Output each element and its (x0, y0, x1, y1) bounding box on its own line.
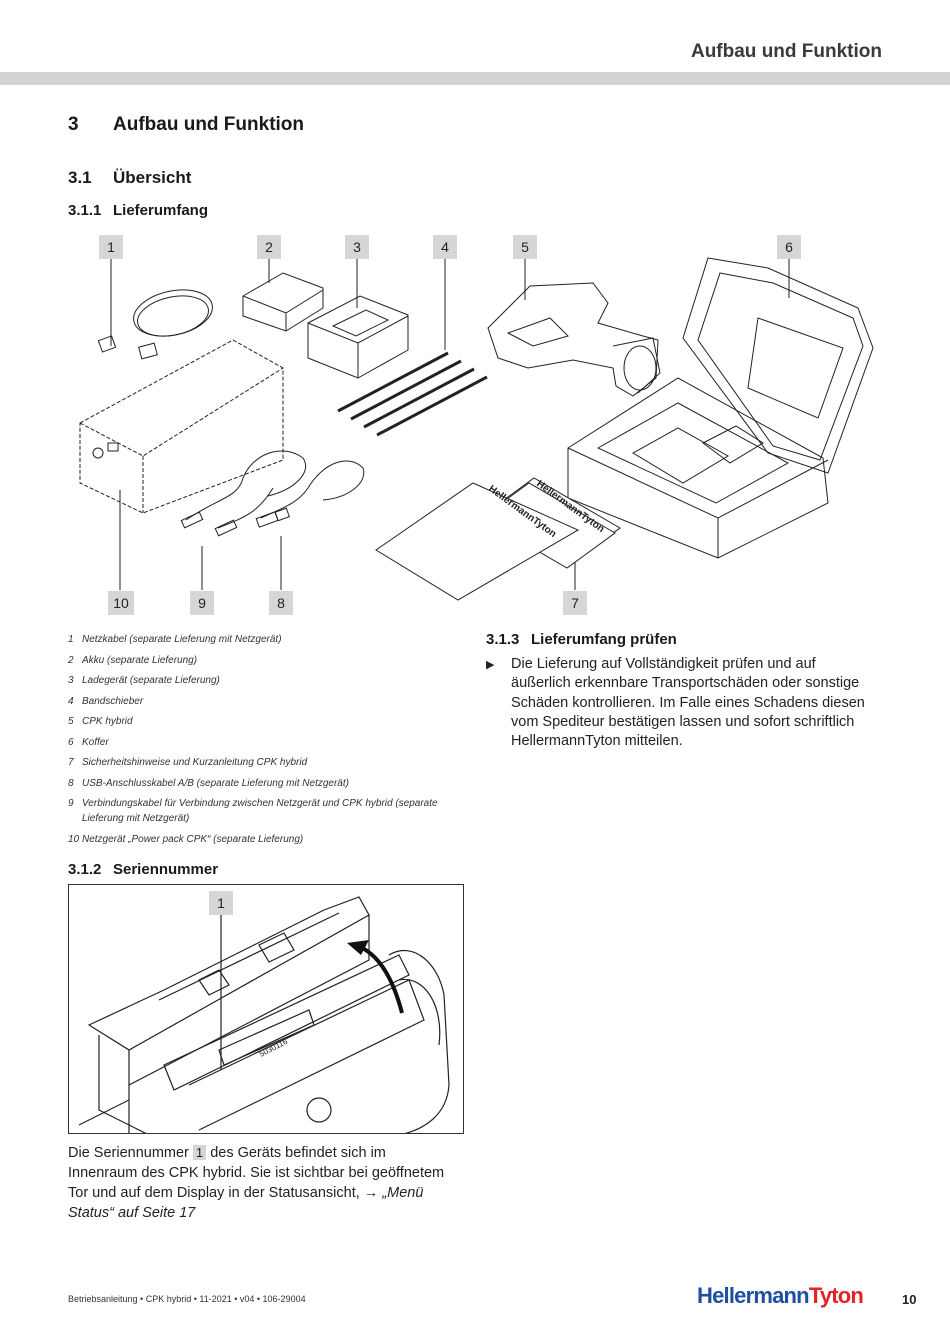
serial-text-body: des Geräts befindet sich im Innenraum de… (68, 1145, 445, 1201)
arrow-right-icon: → (363, 1185, 379, 1201)
callout-8: 8 (269, 591, 293, 615)
page-header-title: Aufbau und Funktion (690, 41, 882, 62)
header-bar (0, 72, 950, 85)
legend-item: 5 CPK hybrid (68, 714, 468, 729)
subsection-title: Übersicht (113, 168, 192, 187)
subsection-number: 3.1 (68, 168, 92, 187)
section-title: Aufbau und Funktion (113, 114, 305, 135)
legend-text: Verbindungskabel für Verbindung zwischen… (82, 798, 438, 824)
subsection-heading: 3.1 Übersicht (68, 168, 191, 188)
check-delivery-section: 3.1.3 Lieferumfang prüfen ▶ Die Lieferung… (486, 631, 876, 751)
legend-text: Bandschieber (82, 695, 144, 707)
legend-number: 1 (68, 634, 74, 645)
section-heading: 3 Aufbau und Funktion (68, 114, 304, 136)
legend-item: 7 Sicherheitshinweise und Kurzanleitung C… (68, 755, 468, 770)
check-delivery-heading: 3.1.3 Lieferumfang prüfen (486, 631, 876, 648)
section-number: 3 (68, 114, 79, 135)
serial-number-illustration: 5030116 (78, 896, 450, 1133)
check-delivery-number: 3.1.3 (486, 631, 520, 648)
legend-text: Koffer (82, 736, 109, 748)
serial-number-heading: 3.1.2 Seriennummer (68, 861, 218, 878)
serial-callout-ref: 1 (192, 1145, 207, 1160)
legend-text: Netzkabel (separate Lieferung mit Netzge… (82, 634, 282, 645)
hellermanntyton-logo: HellermannTyton (697, 1283, 864, 1309)
menu-status-link[interactable]: „Menü Status“ auf Seite 17 (68, 1185, 424, 1221)
logo-part-tyton: Tyton (808, 1283, 864, 1308)
legend-number: 9 (68, 798, 74, 809)
legend-number: 3 (68, 675, 74, 686)
legend-item: 2 Akku (separate Lieferung) (68, 653, 468, 668)
callout-10: 10 (108, 591, 134, 615)
serial-number-title: Seriennummer (113, 861, 219, 878)
device-serial-label: 5030116 (258, 1037, 290, 1059)
callout-6: 6 (777, 235, 801, 259)
legend-item: 6 Koffer (68, 735, 468, 750)
callout-5: 5 (513, 235, 537, 259)
legend-text: Netzgerät „Power pack CPK“ (separate Lie… (82, 833, 304, 845)
delivery-scope-legend: 1 Netzkabel (separate Lieferung mit Netzg… (68, 632, 468, 852)
serial-number-figure: 5030116 1 (68, 884, 464, 1134)
legend-item: 1 Netzkabel (separate Lieferung mit Netzg… (68, 632, 468, 647)
legend-item: 8 USB-Anschlusskabel A/B (separate Liefer… (68, 776, 468, 791)
legend-number: 7 (68, 757, 74, 768)
callout-1: 1 (99, 235, 123, 259)
legend-number: 2 (68, 654, 74, 666)
serial-number-description: Die Seriennummer 1 des Geräts befindet s… (68, 1143, 448, 1223)
legend-number: 4 (68, 695, 74, 707)
legend-text: CPK hybrid (82, 716, 133, 727)
legend-number: 5 (68, 716, 74, 727)
legend-item: 3 Ladegerät (separate Lieferung) (68, 673, 468, 688)
legend-text: USB-Anschlusskabel A/B (separate Lieferu… (82, 777, 349, 789)
legend-number: 8 (68, 777, 74, 789)
check-delivery-text: Die Lieferung auf Vollständigkeit prüfen… (511, 656, 865, 750)
bullet-triangle-icon: ▶ (486, 659, 495, 671)
callout-2: 2 (257, 235, 281, 259)
serial-callout-1: 1 (209, 891, 233, 915)
legend-item: 9 Verbindungskabel für Verbindung zwische… (68, 796, 468, 826)
logo-part-hellermann: Hellermann (697, 1283, 810, 1308)
legend-text: Akku (separate Lieferung) (82, 654, 198, 666)
callout-7: 7 (563, 591, 587, 615)
legend-number: 10 (68, 833, 80, 845)
serial-text-start: Die Seriennummer (68, 1145, 189, 1161)
lieferumfang-number: 3.1.1 (68, 202, 102, 219)
footer-document-info: Betriebsanleitung • CPK hybrid • 11-2021… (68, 1294, 306, 1304)
check-delivery-instruction: ▶ Die Lieferung auf Vollständigkeit prüf… (486, 655, 876, 751)
lieferumfang-title: Lieferumfang (113, 202, 209, 219)
callout-9: 9 (190, 591, 214, 615)
serial-number-number: 3.1.2 (68, 861, 102, 878)
page-number: 10 (902, 1292, 917, 1307)
legend-text: Ladegerät (separate Lieferung) (82, 675, 220, 686)
callout-3: 3 (345, 235, 369, 259)
check-delivery-title: Lieferumfang prüfen (531, 631, 677, 648)
lieferumfang-heading: 3.1.1 Lieferumfang (68, 202, 208, 219)
legend-text: Sicherheitshinweise und Kurzanleitung CP… (82, 757, 308, 768)
callout-4: 4 (433, 235, 457, 259)
legend-item: 4 Bandschieber (68, 694, 468, 709)
delivery-scope-figure: HellermannTyton HellermannTyton 1 2 3 4 … (68, 228, 888, 623)
legend-number: 6 (68, 736, 74, 748)
delivery-scope-illustration: HellermannTyton HellermannTyton (79, 257, 874, 601)
